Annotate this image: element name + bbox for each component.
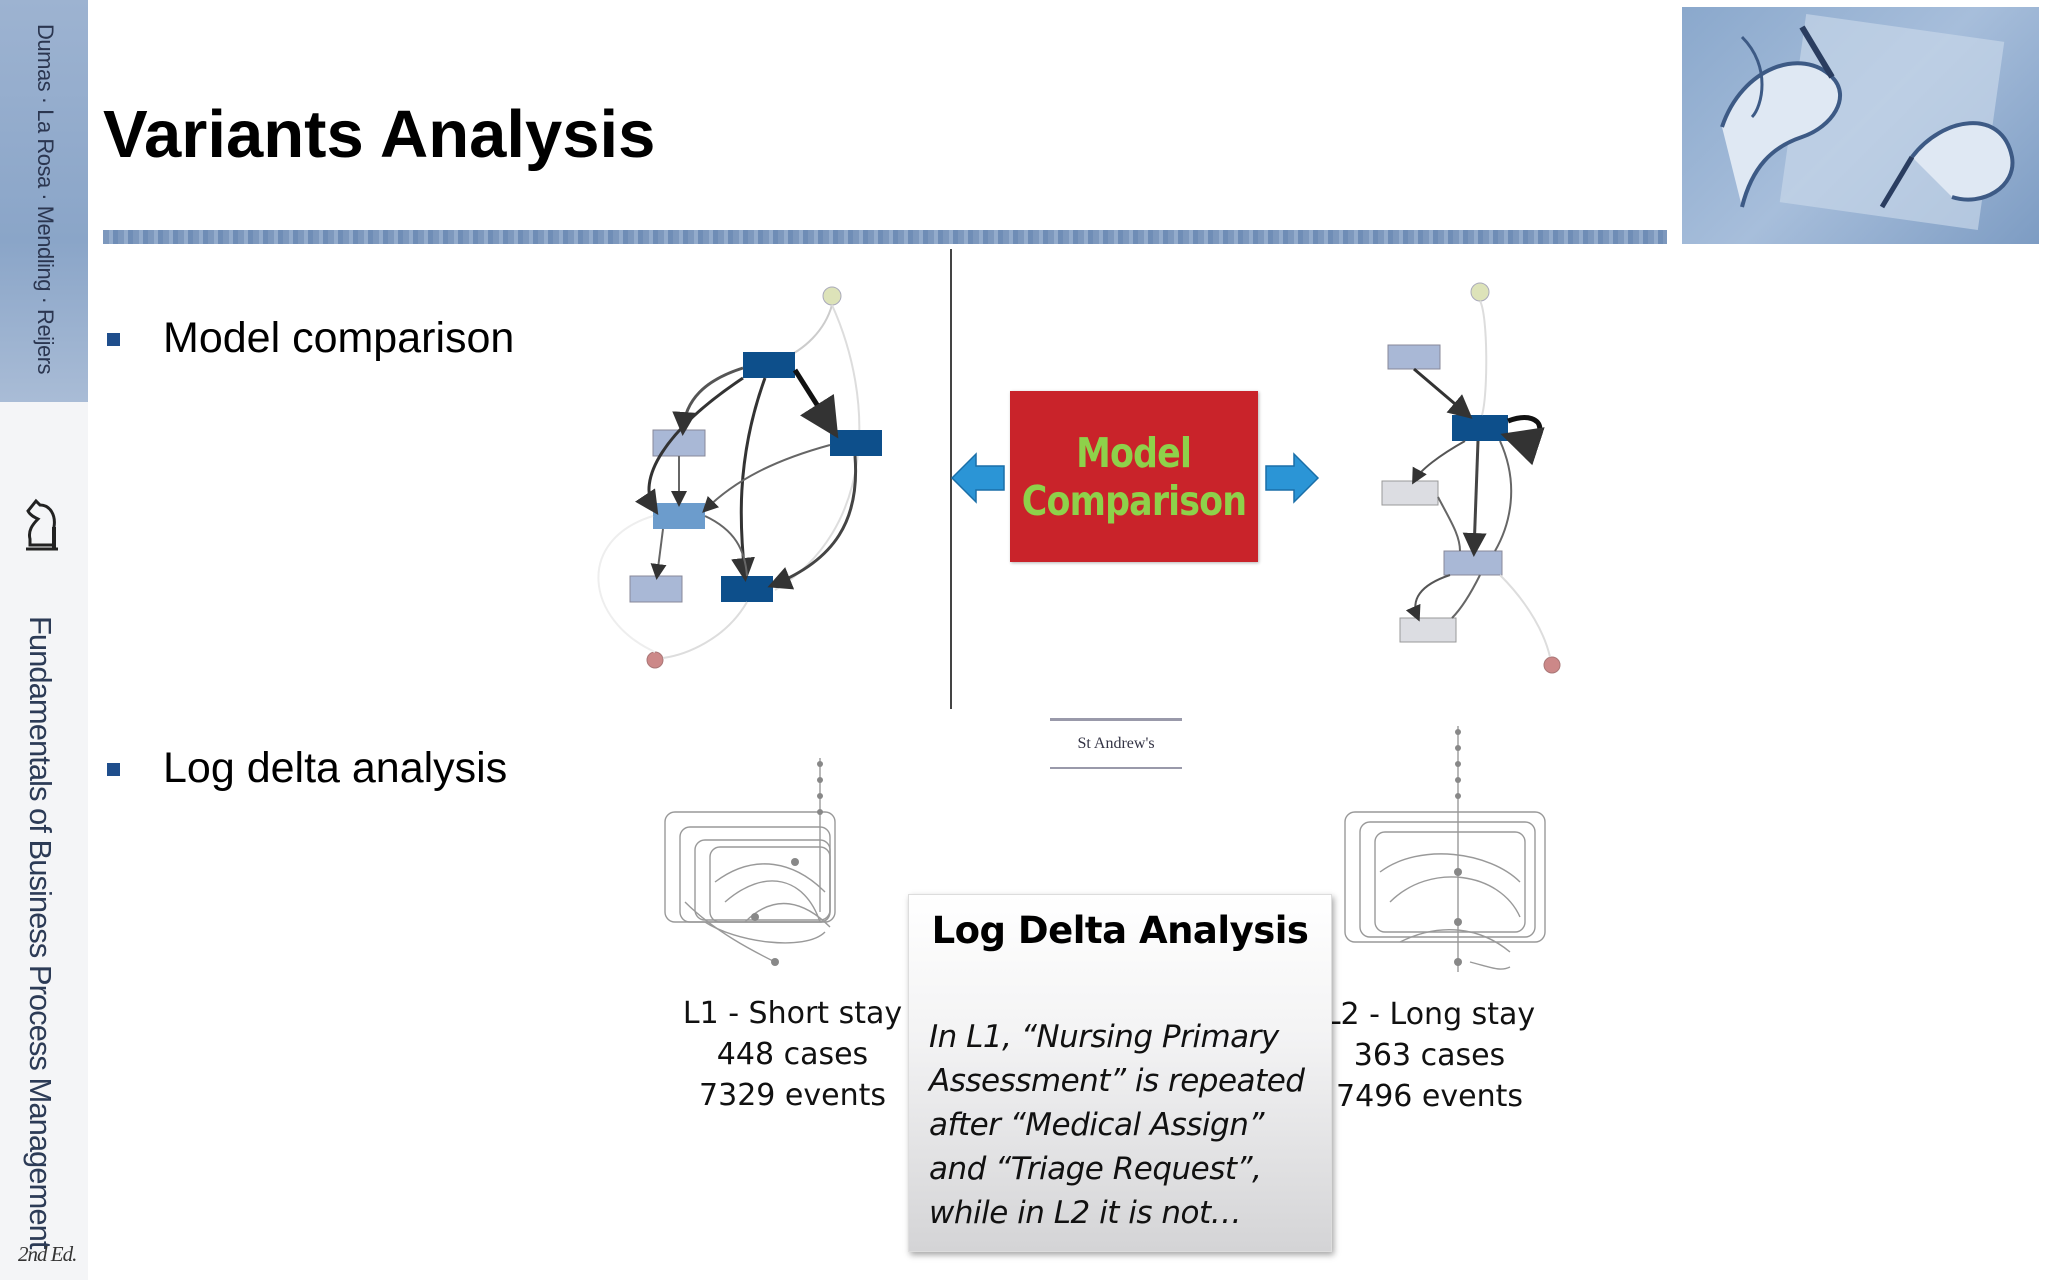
arrow-right-icon — [1265, 452, 1320, 504]
bullet-marker — [107, 763, 120, 776]
log-l1-name: L1 - Short stay — [682, 996, 903, 1031]
node-d — [1443, 550, 1503, 576]
sidebar-book-title: Fundamentals of Business Process Managem… — [23, 616, 58, 1249]
chess-knight-icon — [26, 498, 58, 551]
bullet-log-delta: Log delta analysis — [163, 744, 508, 792]
model-comparison-label-line2: Comparison — [1021, 476, 1247, 525]
bullet-marker — [107, 333, 120, 346]
node-d — [653, 503, 705, 529]
node-c — [1381, 480, 1439, 506]
log-delta-heading: Log Delta Analysis — [931, 909, 1309, 952]
model-comparison-label-line1: Model — [1076, 428, 1193, 477]
node-b — [830, 430, 882, 456]
bullet-model-comparison: Model comparison — [163, 314, 515, 362]
node-e — [1399, 617, 1457, 643]
node-e — [629, 575, 683, 603]
log-l2-cases: 363 cases — [1353, 1038, 1506, 1073]
page-title: Variants Analysis — [103, 97, 656, 172]
node-a — [743, 352, 795, 378]
logo-text: St Andrew's — [1077, 735, 1155, 752]
node-a — [1387, 344, 1441, 370]
arrow-left-icon — [950, 452, 1005, 504]
log-graph-l1 — [664, 758, 836, 966]
escher-hands-image — [1682, 7, 2039, 244]
model-comparison-box: Model Comparison — [1010, 391, 1258, 562]
sidebar-authors: Dumas · La Rosa · Mendling · Reijers — [33, 24, 58, 375]
sidebar-header-band — [0, 0, 88, 402]
log-graph-l2 — [1344, 726, 1546, 972]
title-divider — [103, 230, 1667, 244]
process-model-right — [1381, 282, 1561, 674]
process-model-left — [597, 286, 882, 669]
vertical-divider — [950, 249, 952, 709]
log-l2-name: L2 - Long stay — [1323, 997, 1536, 1032]
st-andrews-logo: St Andrew's — [1050, 718, 1182, 769]
log-l1-events: 7329 events — [699, 1078, 886, 1113]
node-b — [1452, 415, 1508, 441]
log-l2-stats: L2 - Long stay 363 cases 7496 events — [1322, 994, 1537, 1117]
log-l1-cases: 448 cases — [716, 1037, 869, 1072]
log-delta-box: Log Delta Analysis In L1, “Nursing Prima… — [908, 894, 1332, 1252]
book-sidebar: Dumas · La Rosa · Mendling · Reijers Fun… — [0, 0, 88, 1280]
node-f — [721, 576, 773, 602]
log-l1-stats: L1 - Short stay 448 cases 7329 events — [680, 993, 905, 1116]
log-l2-events: 7496 events — [1336, 1079, 1523, 1114]
sidebar-edition: 2nd Ed. — [18, 1242, 77, 1266]
log-delta-body: In L1, “Nursing Primary Assessment” is r… — [929, 1019, 1305, 1231]
